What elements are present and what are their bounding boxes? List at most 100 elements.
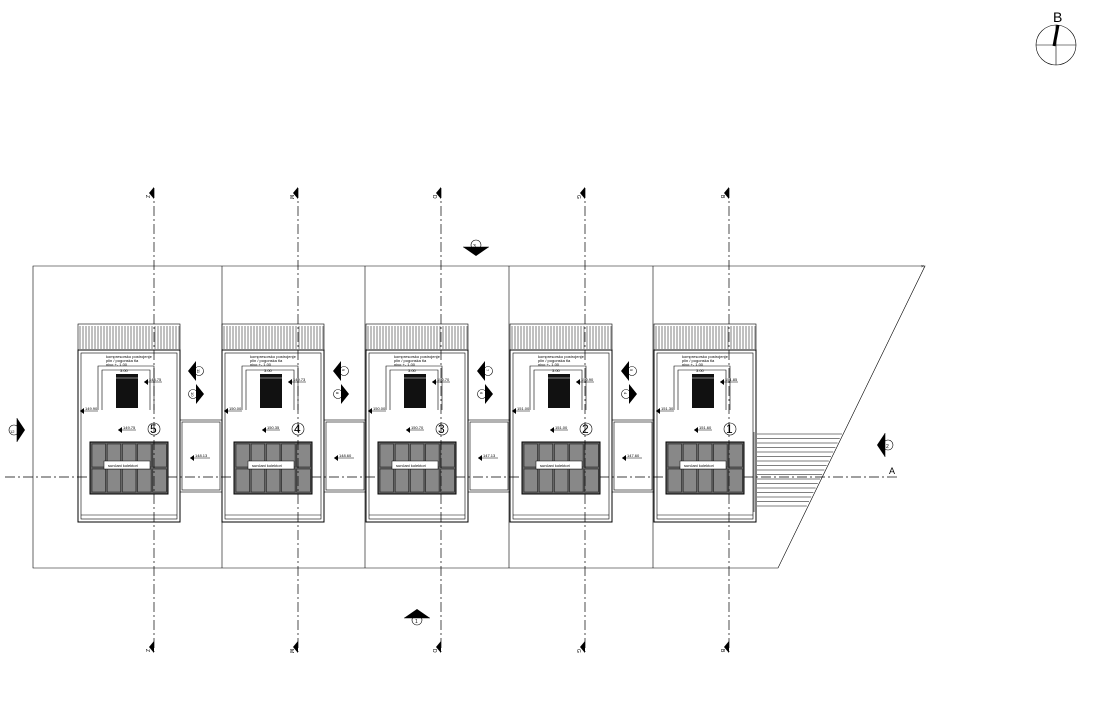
axis-label-top: D	[431, 195, 437, 199]
house-number-circle	[723, 422, 737, 436]
section-marker-pair-1: 8	[333, 384, 349, 404]
elevation-floor: 149.75	[123, 425, 136, 430]
solar-panels: sunčani kolektori	[665, 441, 745, 495]
section-marker-pair-3: 4	[621, 384, 637, 404]
compressor-unit	[404, 374, 426, 408]
elevation-floor: 151.00	[555, 425, 568, 430]
elevation-floor: 151.60	[699, 425, 712, 430]
walkway-elevation: 148.13	[195, 453, 208, 458]
house-dimension: 3.00	[552, 368, 561, 373]
elevation-upper: 149.73	[293, 377, 306, 382]
house-note-line: nivo +- 1.00	[538, 362, 560, 367]
elevation-entrance: 151.30	[661, 406, 674, 411]
section-marker-label: 4	[623, 392, 628, 395]
section-marker-top: 3	[463, 239, 489, 256]
section-marker-bottom-label: 1	[415, 619, 418, 625]
axis-z: ZZ	[144, 187, 155, 653]
house-number-circle	[435, 422, 449, 436]
solar-panels: sunčani kolektori	[89, 441, 169, 495]
section-marker-pair-0: 11	[188, 361, 204, 381]
house-number: 2	[582, 422, 589, 436]
house-note-line: plin / pogonska tla	[538, 358, 571, 363]
house-note-line: plin / pogonska tla	[682, 358, 715, 363]
solar-panel-label: sunčani kolektori	[684, 463, 714, 468]
elevation-upper: 148.75	[149, 377, 162, 382]
section-marker-pair-0: 10	[188, 384, 204, 404]
section-marker-label: 9	[341, 369, 346, 372]
elevation-entrance: 149.90	[85, 406, 98, 411]
elevation-floor: 150.35	[267, 425, 280, 430]
elevation-entrance: 151.00	[517, 406, 530, 411]
lot-dividers	[221, 266, 654, 568]
axis-m: MM	[288, 187, 299, 653]
elevation-entrance: 150.00	[229, 406, 242, 411]
walkways: 148.13 148.60 147.13 147.60	[179, 419, 655, 493]
solar-panel-label: sunčani kolektori	[540, 463, 570, 468]
compressor-unit	[548, 374, 570, 408]
entrance-stairs	[753, 432, 842, 512]
section-marker-label: 10	[190, 392, 195, 397]
axis-label-top: Z	[144, 195, 150, 198]
house-note-line: nivo +- 1.00	[106, 362, 128, 367]
house-number: 1	[726, 422, 733, 436]
section-marker-right: 2	[877, 433, 894, 457]
solar-panel-label: sunčani kolektori	[252, 463, 282, 468]
axis-label-bottom: B	[719, 649, 725, 653]
axis-label-top: M	[288, 195, 294, 199]
section-marker-bottom: 1	[404, 609, 430, 626]
plot-boundary	[32, 265, 926, 569]
axis-d: DD	[431, 187, 442, 653]
section-marker-label: 6	[479, 392, 484, 395]
section-marker-pair-2: 7	[477, 361, 493, 381]
walkway: 148.13	[179, 419, 223, 493]
axis-label-bottom: Z	[144, 649, 150, 652]
walkway: 147.13	[467, 419, 511, 493]
solar-panels: sunčani kolektori	[377, 441, 457, 495]
house-number: 3	[438, 422, 445, 436]
solar-panels: sunčani kolektori	[521, 441, 601, 495]
house-note-line: kompresorsko postrojenje	[682, 354, 729, 359]
elevation-upper: 151.85	[725, 377, 738, 382]
elevation-upper: 150.90	[581, 377, 594, 382]
house-note-line: kompresorsko postrojenje	[394, 354, 441, 359]
house-dimension: 3.00	[264, 368, 273, 373]
axis-g: GG	[575, 187, 586, 653]
terrace-hatch	[655, 326, 756, 349]
terrace-hatch	[79, 326, 180, 349]
compressor-unit	[116, 374, 138, 408]
walkway-elevation: 148.60	[339, 453, 352, 458]
section-marker-left: 12	[8, 418, 25, 442]
house-number: 5	[150, 422, 157, 436]
axis-b: BB	[719, 187, 730, 653]
house-note-line: kompresorsko postrojenje	[250, 354, 297, 359]
axis-label-top: G	[575, 195, 581, 199]
section-marker-label: 8	[335, 392, 340, 395]
terrace-hatch	[511, 326, 612, 349]
axis-label-top: B	[719, 195, 725, 199]
solar-panel-label: sunčani kolektori	[396, 463, 426, 468]
section-marker-top-label: 3	[473, 244, 476, 250]
elevation-floor: 150.70	[411, 425, 424, 430]
axis-label-bottom: D	[431, 649, 437, 653]
house-number: 4	[294, 422, 301, 436]
house-dimension: 3.00	[696, 368, 705, 373]
elevation-entrance: 150.00	[373, 406, 386, 411]
house-note-line: plin / pogonska tla	[106, 358, 139, 363]
terrace-hatch	[367, 326, 468, 349]
house-note-line: nivo +- 1.00	[250, 362, 272, 367]
section-marker-label: 5	[629, 369, 634, 372]
solar-panels: sunčani kolektori	[233, 441, 313, 495]
house-note-line: nivo +- 1.00	[682, 362, 704, 367]
house-dimension: 3.00	[120, 368, 129, 373]
section-marker-label: 11	[196, 369, 201, 374]
elevation-upper: 150.70	[437, 377, 450, 382]
walkway: 147.60	[611, 419, 655, 493]
compressor-unit	[260, 374, 282, 408]
